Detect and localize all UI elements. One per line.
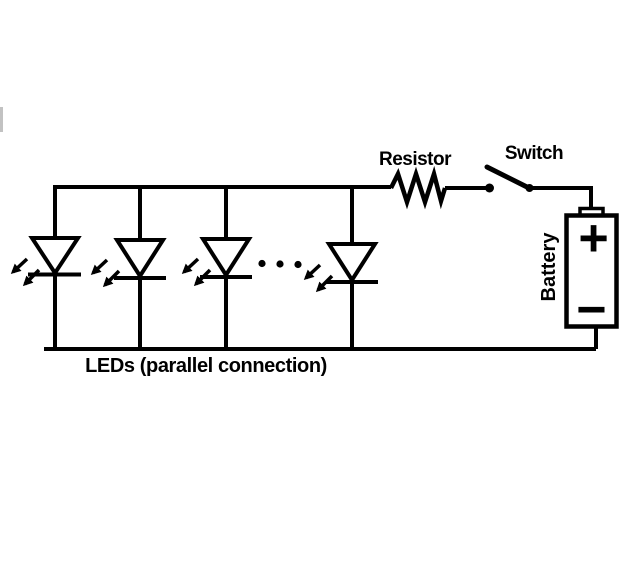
light-arrow-icon	[102, 269, 121, 288]
light-arrow-icon	[22, 268, 41, 287]
switch-left-contact	[485, 183, 494, 193]
led4-light-arrows	[303, 263, 334, 293]
led1-triangle	[28, 236, 82, 277]
light-arrow-icon	[193, 268, 212, 287]
led-symbol-2	[90, 185, 167, 351]
resistor-label: Resistor	[378, 149, 452, 170]
battery-body	[564, 213, 619, 329]
scan-edge-artifact	[0, 107, 3, 132]
dot	[258, 259, 266, 268]
led-symbol-3	[181, 185, 253, 351]
dot	[294, 260, 302, 269]
switch-symbol	[484, 164, 534, 193]
light-arrow-icon	[10, 257, 29, 275]
light-arrow-icon	[315, 274, 334, 293]
light-arrow-icon	[181, 257, 200, 275]
led4-triangle	[325, 242, 379, 284]
resistor-symbol	[388, 165, 448, 210]
dot	[276, 260, 284, 268]
battery-minus-symbol: −	[576, 281, 606, 339]
switch-blade	[484, 164, 532, 191]
wire-switch-to-battery	[529, 186, 593, 209]
continuation-dots	[258, 259, 302, 269]
battery-symbol: + −	[564, 206, 619, 339]
led2-light-arrows	[90, 258, 121, 288]
switch-right-contact	[525, 184, 534, 192]
wires	[44, 185, 598, 351]
battery-plus-symbol: +	[578, 210, 608, 268]
light-arrow-icon	[303, 263, 322, 281]
battery-label: Battery	[538, 232, 560, 302]
led2-triangle	[113, 238, 167, 280]
led-symbol-1	[10, 185, 82, 351]
led-symbol-4	[303, 185, 379, 351]
led1-light-arrows	[10, 257, 41, 287]
led3-light-arrows	[181, 257, 212, 287]
light-arrow-icon	[90, 258, 109, 276]
led3-triangle	[199, 237, 253, 279]
switch-label: Switch	[504, 143, 564, 164]
leds-caption: LEDs (parallel connection)	[85, 355, 327, 377]
